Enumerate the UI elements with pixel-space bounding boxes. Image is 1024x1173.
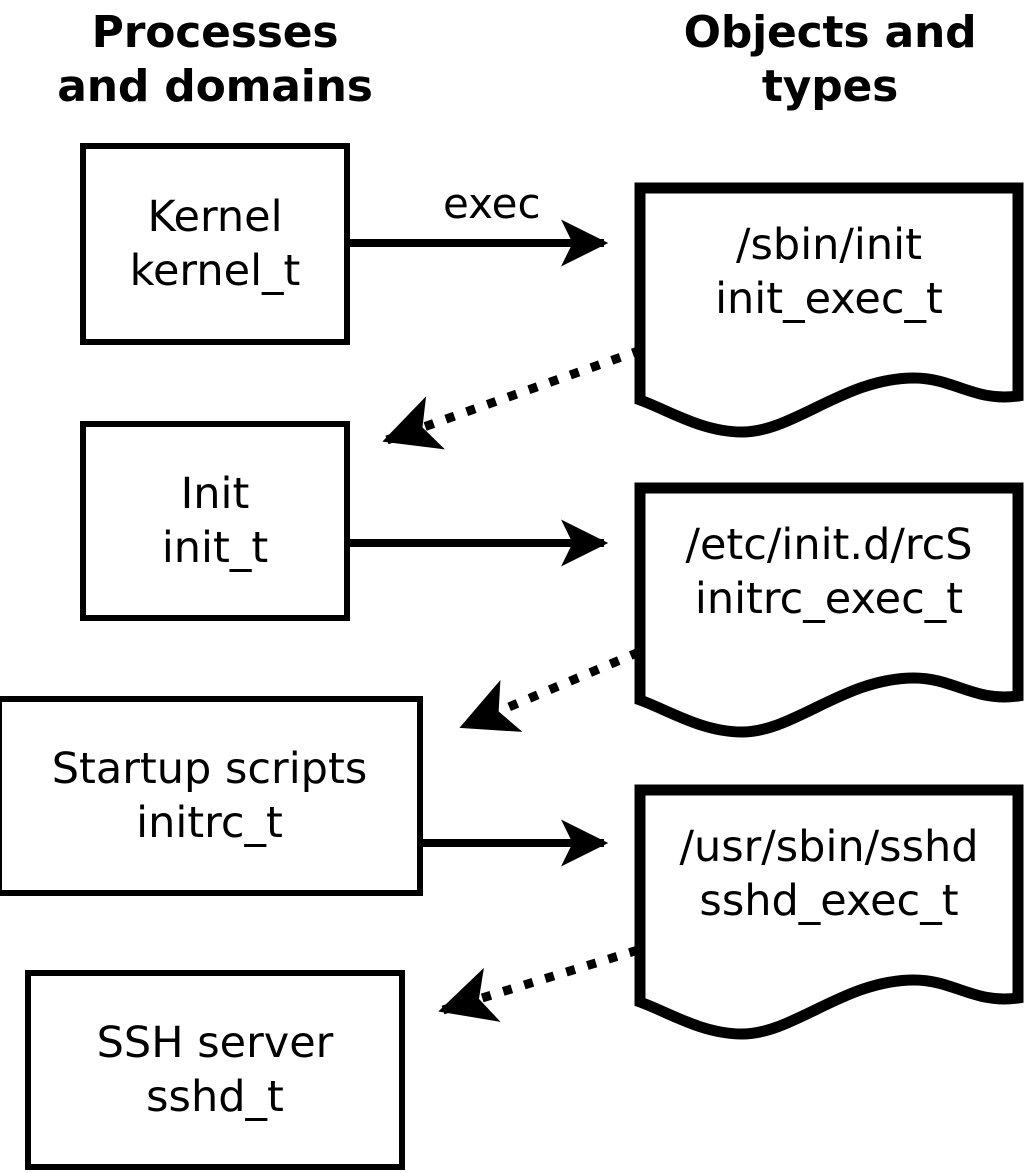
document-shape-icon (634, 482, 1024, 738)
process-box-ssh-server-name: SSH server (96, 1018, 334, 1068)
process-box-startup-scripts-type: initrc_t (136, 798, 283, 848)
object-doc-sshd-exec-type: sshd_exec_t (699, 876, 959, 926)
object-doc-init-exec[interactable]: /sbin/init init_exec_t (634, 182, 1024, 438)
object-doc-sshd-exec-path: /usr/sbin/sshd (679, 822, 979, 872)
object-doc-initrc-exec[interactable]: /etc/init.d/rcS initrc_exec_t (634, 482, 1024, 738)
document-shape-icon (634, 182, 1024, 438)
document-shape-icon (634, 784, 1024, 1040)
object-doc-sshd-exec[interactable]: /usr/sbin/sshd sshd_exec_t (634, 784, 1024, 1040)
edge-init-exec-to-init (382, 345, 643, 450)
process-box-startup-scripts-name: Startup scripts (51, 744, 368, 794)
process-box-kernel-name: Kernel (147, 192, 283, 242)
process-box-kernel[interactable]: Kernel kernel_t (80, 143, 350, 345)
object-doc-init-exec-path: /sbin/init (736, 220, 922, 270)
object-doc-initrc-exec-path: /etc/init.d/rcS (685, 520, 973, 570)
process-box-init[interactable]: Init init_t (80, 421, 350, 621)
edge-sshd-exec-to-sshd (438, 945, 640, 1022)
object-doc-init-exec-type: init_exec_t (715, 274, 943, 324)
process-box-ssh-server[interactable]: SSH server sshd_t (25, 970, 405, 1170)
column-header-objects: Objects and types (683, 7, 977, 112)
process-box-kernel-type: kernel_t (129, 246, 301, 296)
edge-initrc-exec-to-initrc (459, 647, 641, 732)
process-box-ssh-server-type: sshd_t (146, 1072, 284, 1122)
edge-label-exec: exec (443, 179, 541, 228)
process-box-init-name: Init (180, 469, 250, 519)
process-box-startup-scripts[interactable]: Startup scripts initrc_t (0, 696, 423, 896)
column-header-processes: Processes and domains (57, 7, 373, 112)
object-doc-initrc-exec-type: initrc_exec_t (694, 574, 964, 624)
process-box-init-type: init_t (161, 523, 269, 573)
